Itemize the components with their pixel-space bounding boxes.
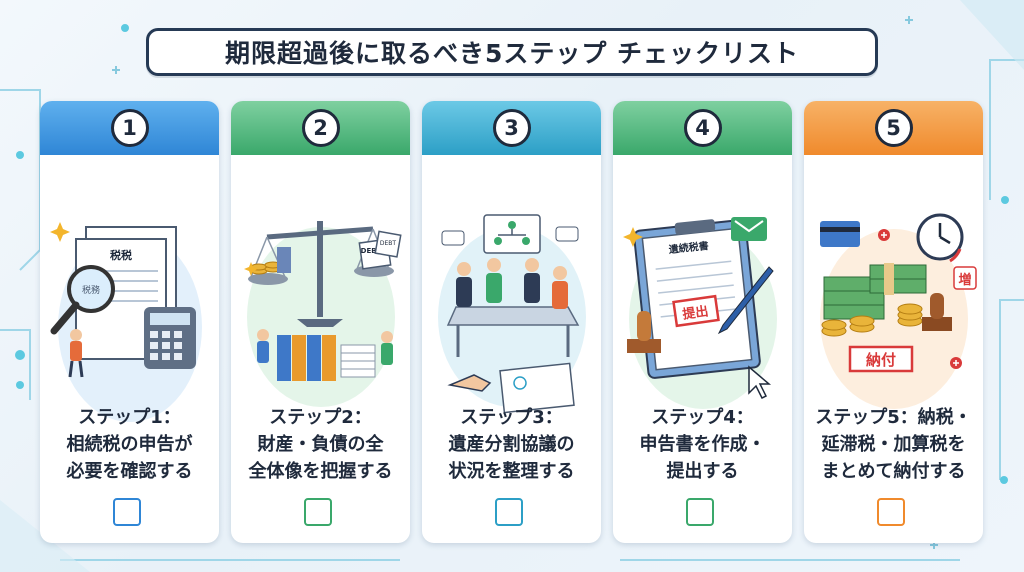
step-checkbox-4[interactable] <box>686 498 714 526</box>
step-header-4: 4 <box>613 101 792 155</box>
step-number-4: 4 <box>683 109 722 147</box>
step-number-2: 2 <box>301 109 340 147</box>
step-header-2: 2 <box>231 101 410 155</box>
tax-return-filing-illustration: 遺続税書 提出 <box>623 217 777 409</box>
step-card-2: 2 DEBT DEBT ステップ2： 財産・負債の全 全体像を把握する <box>231 101 410 543</box>
page-title: 期限超過後に取るべき5ステップ チェックリスト <box>224 39 800 68</box>
step-header-5: 5 <box>804 101 983 155</box>
step-checkbox-1[interactable] <box>113 498 141 526</box>
stamp-label: 提出 <box>681 303 709 322</box>
will-doc-label: 遺続税書 <box>667 239 709 256</box>
tax-payment-illustration: 増 納付 <box>820 213 977 409</box>
step-label-3: ステップ3： 遺産分割協議の 状況を整理する <box>448 407 575 482</box>
step-header-1: 1 <box>40 101 219 155</box>
tax-document-magnifier-illustration: 税税 税務 <box>50 222 202 422</box>
step-card-4: 4 遺続税書 提出 ステップ4： 申告書を作成・ 提出する <box>613 101 792 543</box>
step-number-5: 5 <box>874 109 913 147</box>
step-card-1: 1 税税 税務 ステップ1： 相続税の申告が 必要を確認する <box>40 101 219 543</box>
doc-label-2: 税務 <box>82 284 100 296</box>
scale-balance-illustration: DEBT DEBT <box>244 221 402 407</box>
step-header-3: 3 <box>422 101 601 155</box>
step-label-1: ステップ1： 相続税の申告が 必要を確認する <box>66 407 193 482</box>
meeting-handshake-illustration <box>438 214 586 414</box>
step-checkbox-3[interactable] <box>495 498 523 526</box>
step-checkbox-5[interactable] <box>877 498 905 526</box>
step-label-5: ステップ5：納税・ 延滞税・加算税を まとめて納付する <box>815 407 972 482</box>
step-number-1: 1 <box>110 109 149 147</box>
step-number-3: 3 <box>492 109 531 147</box>
step-card-3: 3 ステップ3： 遺産分割協議の 状況を整理する <box>422 101 601 543</box>
increase-label: 増 <box>958 272 971 288</box>
step-checkbox-2[interactable] <box>304 498 332 526</box>
debt-label-1: DEBT <box>361 247 382 255</box>
debt-label-2: DEBT <box>380 240 397 247</box>
doc-label: 税税 <box>110 248 132 262</box>
step-label-4: ステップ4： 申告書を作成・ 提出する <box>639 407 766 482</box>
pay-stamp-label: 納付 <box>866 351 896 369</box>
step-label-2: ステップ2： 財産・負債の全 全体像を把握する <box>248 407 393 482</box>
title-box: 期限超過後に取るべき5ステップ チェックリスト <box>146 28 878 76</box>
step-card-5: 5 増 納付 ステップ5：納税・ 延滞税・加算税を まとめて納付する <box>804 101 983 543</box>
